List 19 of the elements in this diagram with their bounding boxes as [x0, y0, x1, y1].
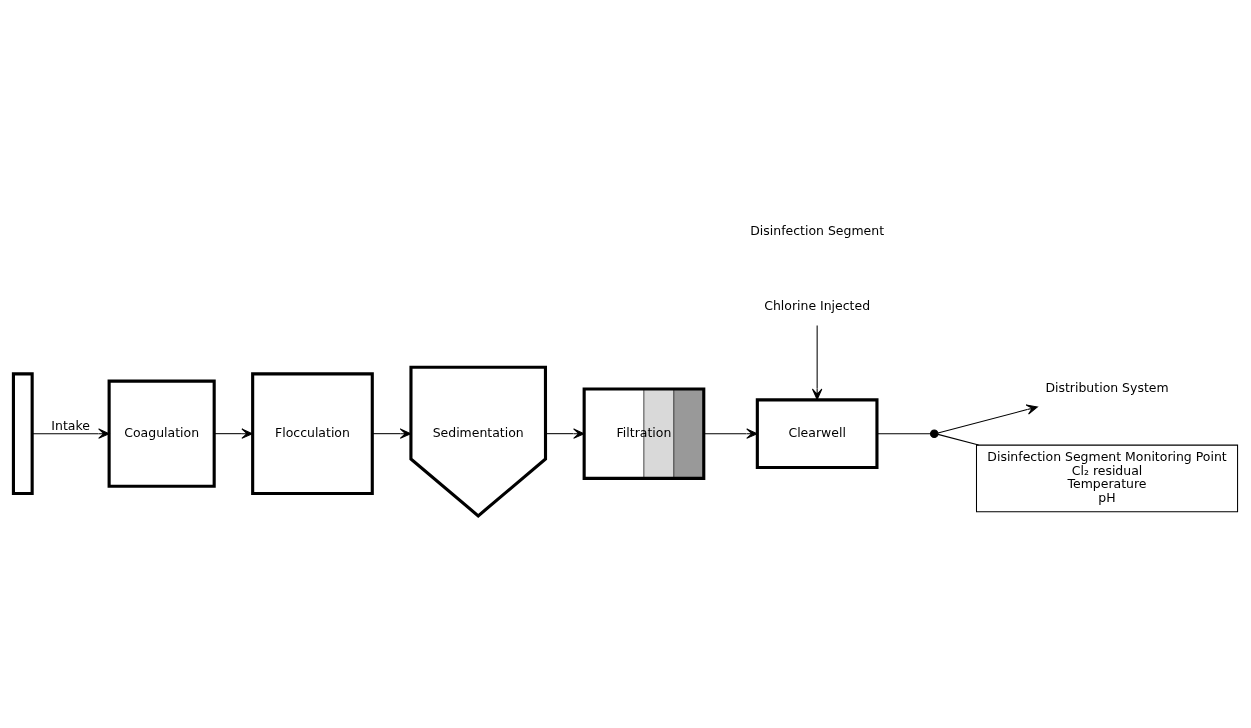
- label: Disinfection Segment: [750, 222, 885, 238]
- arrow: [937, 404, 1038, 433]
- node-text: Chlorine Injected: [764, 297, 871, 313]
- arrow: [703, 427, 758, 439]
- node-box: Coagulation: [107, 379, 216, 488]
- connector: [937, 433, 980, 446]
- node-circle: [930, 428, 939, 438]
- edge-label: Intake: [51, 417, 90, 433]
- arrow: [545, 427, 585, 439]
- arrow: [31, 427, 110, 439]
- arrow: [811, 324, 823, 400]
- connector: [876, 432, 931, 434]
- arrow: [213, 427, 253, 439]
- node-text: Distribution System: [1045, 379, 1169, 395]
- node-box: Disinfection Segment Monitoring Point Cl₂ residual Temperature pH: [975, 444, 1239, 512]
- node-box: Clearwell: [755, 397, 879, 469]
- node-box: Flocculation: [251, 371, 374, 495]
- node-bar: [11, 371, 34, 495]
- arrow: [372, 427, 412, 439]
